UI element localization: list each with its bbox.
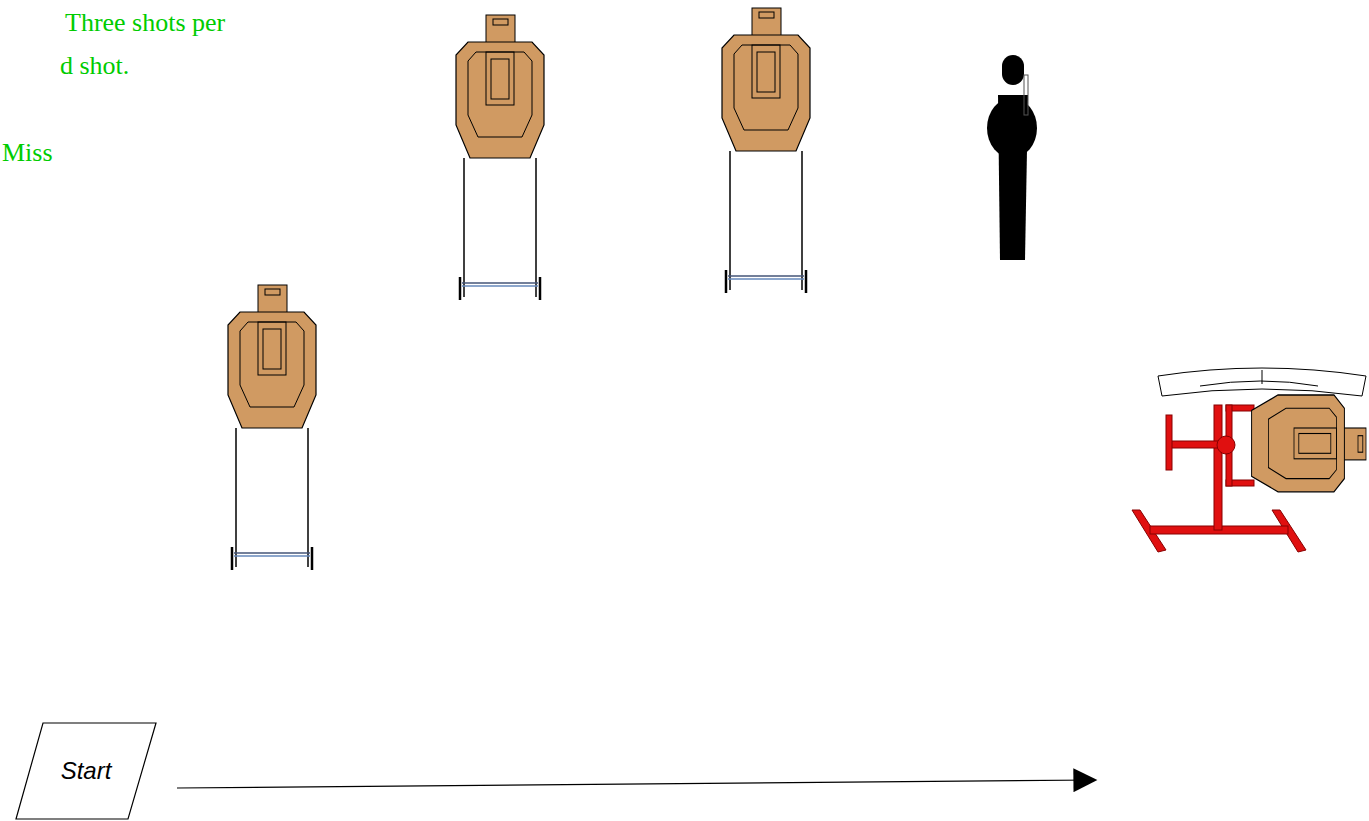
paper-target — [456, 15, 544, 300]
note-text: Miss — [2, 140, 53, 166]
paper-target — [722, 8, 810, 293]
swinger-target — [1132, 368, 1366, 552]
no-shoot-target — [987, 55, 1037, 260]
paper-target — [228, 285, 316, 570]
start-box: Start — [15, 722, 157, 820]
movement-arrow — [177, 780, 1095, 788]
note-text: Three shots per — [65, 10, 225, 36]
note-text: d shot. — [60, 53, 129, 79]
start-label: Start — [61, 757, 112, 785]
